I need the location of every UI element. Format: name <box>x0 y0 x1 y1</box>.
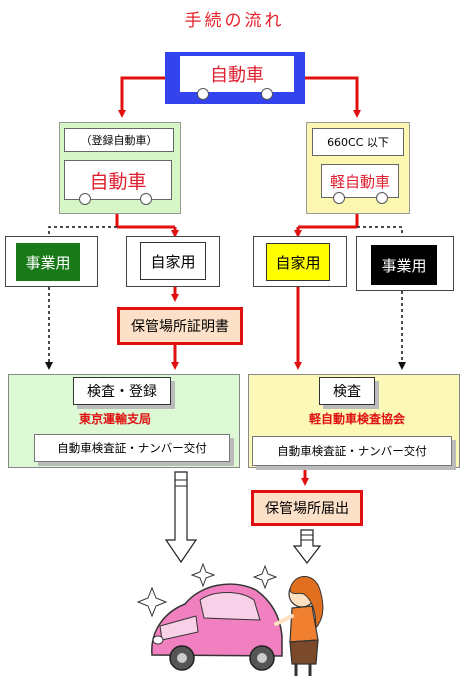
outline-arrow-right <box>292 529 322 564</box>
wheel-icon <box>79 193 91 205</box>
wheel-icon <box>261 88 273 100</box>
sparkle-icon <box>136 562 278 618</box>
wheel-icon <box>333 192 345 204</box>
wheel-icon <box>197 88 209 100</box>
parking-certificate-box: 保管場所証明書 <box>117 307 243 345</box>
dashed-left-split <box>48 226 117 236</box>
girl-icon <box>274 576 324 676</box>
right-issue-label: 自動車検査証・ナンバー交付 <box>252 436 452 466</box>
registered-car-category: （登録自動車） <box>64 128 174 152</box>
inspection-label: 検査 <box>319 377 375 405</box>
dashed-right-split <box>357 226 403 236</box>
arrow-top-right <box>305 76 361 118</box>
light-car-category: 660CC 以下 <box>312 128 404 156</box>
tokyo-transport-office-label: 東京運輸支局 <box>78 411 151 426</box>
wheel-icon <box>376 192 388 204</box>
right-private-label: 自家用 <box>266 243 330 281</box>
pink-car-icon <box>151 583 283 671</box>
top-car-label: 自動車 <box>179 55 295 93</box>
inspection-registration-label: 検査・登録 <box>73 377 171 405</box>
arrow-top-left <box>118 76 165 118</box>
parking-notification-box: 保管場所届出 <box>251 490 363 526</box>
left-private-label: 自家用 <box>140 242 206 280</box>
light-car-inspection-association-label: 軽自動車検査協会 <box>308 411 405 426</box>
left-business-label: 事業用 <box>16 243 80 281</box>
outline-arrow-left <box>164 471 198 564</box>
wheel-icon <box>140 193 152 205</box>
diagram-title: 手続の流れ <box>184 10 285 31</box>
light-car-label: 軽自動車 <box>321 164 399 198</box>
right-business-label: 事業用 <box>371 245 437 285</box>
left-issue-label: 自動車検査証・ナンバー交付 <box>34 434 230 462</box>
